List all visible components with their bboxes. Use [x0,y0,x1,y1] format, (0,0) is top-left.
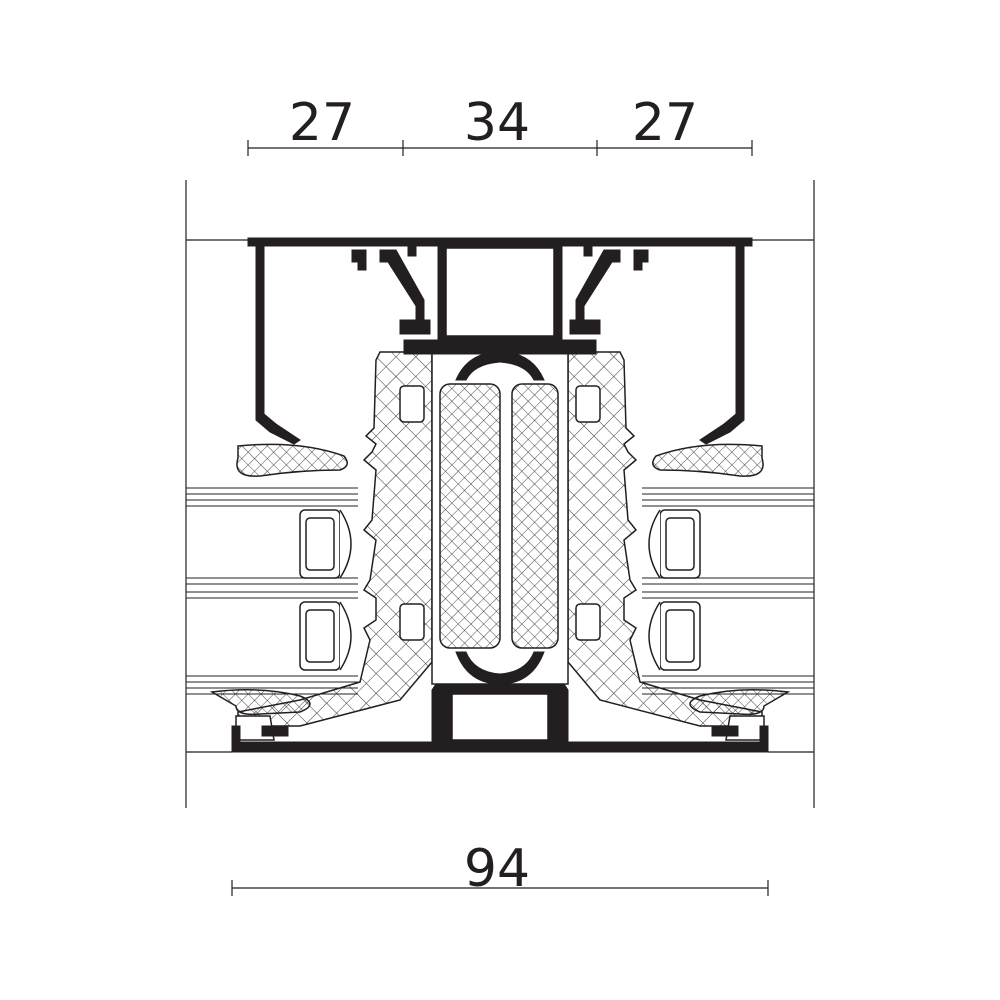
glazing-unit-left [186,487,358,695]
gasket-top-left [236,443,348,477]
insulation-core [431,351,569,685]
gasket-top-right [652,443,764,477]
bottom-base-profile [231,683,769,753]
top-dimension-chain: 27 34 27 [247,93,753,156]
dimension-label-right: 27 [632,93,698,153]
thermal-profile-right [567,351,763,727]
dimension-label-center: 34 [464,93,530,153]
dimension-label-left: 27 [289,93,355,153]
dimension-label-total: 94 [464,839,530,899]
top-cap-profile [247,237,753,445]
thermal-profile-left [237,351,433,727]
bottom-dimension: 94 [231,839,769,899]
gasket-bottom-right [689,689,791,741]
glazing-unit-right [642,487,814,695]
